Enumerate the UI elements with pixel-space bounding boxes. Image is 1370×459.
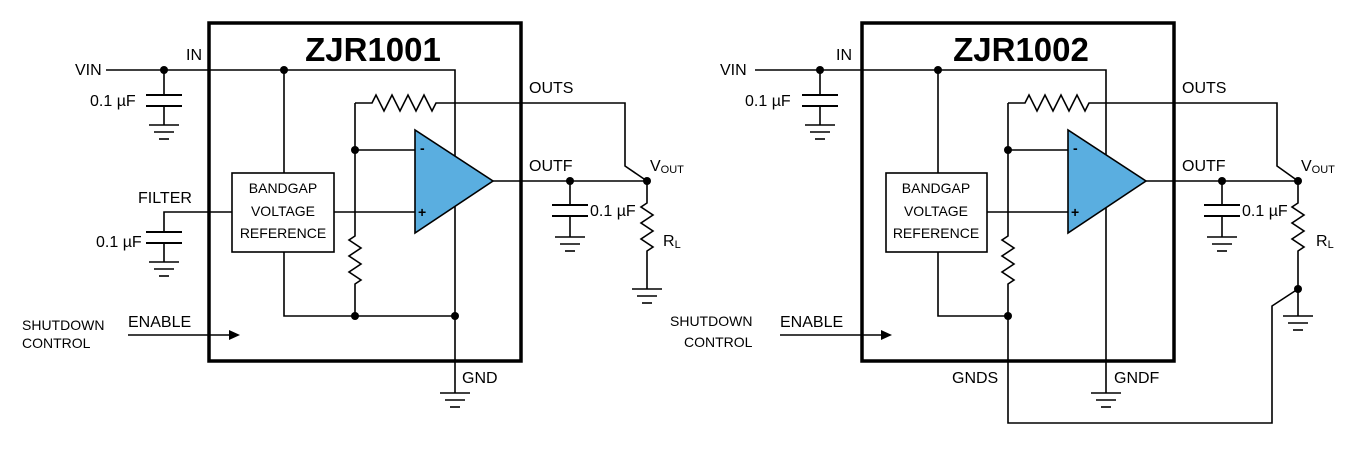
outs-label: OUTS	[1182, 80, 1226, 97]
input-capacitor	[802, 70, 838, 140]
bandgap-line-2: VOLTAGE	[904, 203, 968, 219]
filter-label: FILTER	[138, 190, 192, 207]
vout-label: VOUT	[650, 158, 684, 176]
outs-label: OUTS	[529, 80, 573, 97]
bandgap-ground-wire	[283, 252, 455, 317]
bandgap-reference-block	[231, 172, 335, 253]
op-amp-triangle	[414, 128, 495, 235]
gndf-label: GNDF	[1114, 370, 1160, 387]
output-cap-label: 0.1 µF	[590, 203, 636, 220]
bandgap-line-1: BANDGAP	[249, 180, 317, 196]
junction	[451, 312, 459, 320]
zjr1002-title: ZJR1002	[953, 31, 1089, 68]
junction	[1004, 312, 1012, 320]
rl-label: RL	[663, 233, 681, 251]
op-amp-minus: -	[1073, 140, 1078, 156]
outf-label: OUTF	[1182, 158, 1226, 175]
gain-resistor	[347, 103, 363, 316]
load-resistor	[639, 181, 655, 289]
gnd-ground-icon	[440, 383, 470, 408]
vin-wire	[106, 69, 456, 383]
load-ground-icon	[1283, 315, 1313, 331]
enable-label: ENABLE	[780, 314, 843, 331]
feedback-resistor-outs	[1008, 93, 1299, 182]
enable-arrowhead	[881, 330, 892, 340]
vin-label: VIN	[75, 62, 102, 79]
feedback-resistor-outs	[355, 93, 648, 182]
vin-wire	[755, 69, 1107, 383]
in-pin-label: IN	[836, 47, 852, 64]
output-capacitor	[552, 181, 588, 252]
zjr1002-package	[860, 21, 1176, 363]
junction	[351, 312, 359, 320]
in-pin-label: IN	[186, 47, 202, 64]
shutdown-line-1: SHUTDOWN	[22, 317, 104, 333]
gnds-label: GNDS	[952, 370, 998, 387]
zjr1002-circuit: ZJR1002 VIN IN 0.1 µF BANDGAP VOLTAGE RE…	[670, 21, 1335, 424]
rl-label: RL	[1316, 233, 1334, 251]
filter-wire	[163, 211, 232, 232]
bandgap-line-3: REFERENCE	[240, 225, 326, 241]
output-capacitor	[1204, 181, 1240, 252]
vout-label: VOUT	[1301, 158, 1335, 176]
op-amp-minus: -	[420, 140, 425, 156]
op-amp-plus: +	[1071, 204, 1079, 220]
enable-label: ENABLE	[128, 314, 191, 331]
gndf-ground-icon	[1091, 383, 1121, 408]
bandgap-line-2: VOLTAGE	[251, 203, 315, 219]
op-amp-triangle	[1067, 128, 1148, 235]
bandgap-ground-wire	[937, 252, 1008, 317]
zjr1001-package	[207, 21, 523, 363]
output-cap-label: 0.1 µF	[1242, 203, 1288, 220]
zjr1001-circuit: ZJR1001 VIN IN 0.1 µF BANDGAP VOLTAGE RE…	[22, 21, 684, 408]
input-capacitor	[146, 70, 182, 140]
junction	[1294, 285, 1302, 293]
enable-arrowhead	[229, 330, 240, 340]
filter-cap-label: 0.1 µF	[96, 234, 142, 251]
op-amp-plus: +	[418, 204, 426, 220]
vin-label: VIN	[720, 62, 747, 79]
input-cap-label: 0.1 µF	[745, 93, 791, 110]
gain-resistor-gnds-sense	[1000, 103, 1299, 424]
zjr1001-title: ZJR1001	[305, 31, 441, 68]
bandgap-line-1: BANDGAP	[902, 180, 970, 196]
shutdown-line-1: SHUTDOWN	[670, 313, 752, 329]
shutdown-line-2: CONTROL	[22, 335, 91, 351]
gnd-label: GND	[462, 370, 498, 387]
shutdown-line-2: CONTROL	[684, 334, 753, 350]
outf-label: OUTF	[529, 158, 573, 175]
load-resistor	[1290, 181, 1306, 316]
bandgap-line-3: REFERENCE	[893, 225, 979, 241]
load-ground-icon	[632, 288, 662, 304]
filter-capacitor	[146, 231, 182, 277]
input-cap-label: 0.1 µF	[90, 93, 136, 110]
